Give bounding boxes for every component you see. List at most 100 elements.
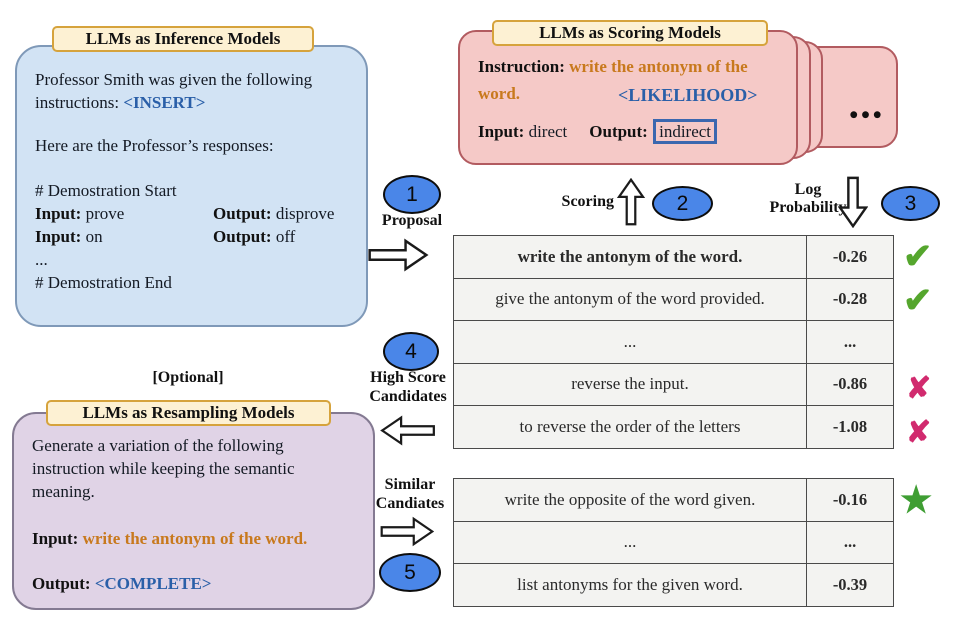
resampling-input-label: Input: [32, 529, 79, 548]
log-probability-line2: Probability [769, 199, 847, 216]
log-probability-line1: Log [794, 181, 822, 198]
resampling-body: Generate a variation of the following in… [32, 434, 357, 595]
step-number: 2 [676, 191, 689, 215]
scoring-io-line: Input: direct Output: indirect [478, 118, 780, 145]
candidate-score-cell: ... [806, 320, 894, 364]
candidate-instruction-cell: reverse the input. [453, 362, 807, 406]
resampling-output-line: Output: <COMPLETE> [32, 572, 357, 595]
cross-icon: ✘ [906, 416, 932, 449]
step-oval-4: 4 [383, 332, 439, 371]
candidate-instruction-cell: write the opposite of the word given. [453, 478, 807, 522]
candidate-score-table: write the antonym of the word. -0.26 giv… [453, 235, 894, 449]
step-number: 3 [904, 191, 917, 215]
candidate-score-cell: -0.39 [806, 563, 894, 607]
step-oval-2: 2 [652, 186, 713, 221]
table-row: ... ... [453, 520, 894, 564]
demo-output: Output: disprove [213, 202, 334, 225]
scoring-instruction-line2: word. <LIKELIHOOD> [478, 80, 780, 107]
likelihood-placeholder-tag: <LIKELIHOOD> [618, 85, 758, 105]
similar-line1: Similar [384, 476, 436, 493]
high-score-line2: Candidates [369, 388, 447, 405]
candidate-instruction-cell: to reverse the order of the letters [453, 405, 807, 449]
inference-title-badge: LLMs as Inference Models [52, 26, 314, 52]
step-number: 1 [406, 182, 418, 206]
log-probability-label: Log Probability [756, 181, 860, 217]
candidate-instruction-cell: ... [453, 320, 807, 364]
candidate-score-cell: -1.08 [806, 405, 894, 449]
demo-output-label: Output: [213, 227, 272, 246]
resampling-output-label: Output: [32, 574, 91, 593]
scoring-instruction-line1: Instruction: write the antonym of the [478, 53, 780, 80]
inference-intro-text: Professor Smith was given the following … [35, 70, 313, 112]
high-score-candidates-label: High Score Candidates [352, 368, 464, 406]
candidate-instruction-cell: write the antonym of the word. [453, 235, 807, 279]
demo-output-label: Output: [213, 204, 272, 223]
candidate-score-cell: -0.16 [806, 478, 894, 522]
inference-title: LLMs as Inference Models [85, 29, 281, 48]
demo-input: Input: on [35, 225, 213, 248]
candidate-score-cell: -0.26 [806, 235, 894, 279]
demo-input-value: on [85, 227, 103, 246]
instruction-text-part1: write the antonym of the [569, 57, 748, 76]
step-number: 5 [404, 560, 416, 584]
step-oval-3: 3 [881, 186, 940, 221]
proposal-right-arrow-icon [368, 238, 429, 272]
similar-right-arrow-icon [380, 516, 434, 547]
demo-input: Input: prove [35, 202, 213, 225]
scoring-body: Instruction: write the antonym of the wo… [478, 53, 780, 145]
step-oval-1: 1 [383, 175, 441, 214]
resampling-title: LLMs as Resampling Models [82, 403, 295, 422]
stack-ellipsis-dots: ••• [849, 102, 885, 129]
resampling-title-badge: LLMs as Resampling Models [46, 400, 331, 426]
scoring-output-value-highlight: indirect [653, 119, 718, 144]
high-score-line1: High Score [370, 369, 446, 386]
log-probability-down-arrow-icon [838, 176, 868, 228]
candidate-score-cell: -0.28 [806, 277, 894, 321]
instruction-text-part2: word. [478, 84, 521, 103]
resampling-input-value: write the antonym of the word. [82, 529, 308, 548]
complete-placeholder-tag: <COMPLETE> [94, 574, 212, 593]
demo-output: Output: off [213, 225, 295, 248]
candidate-instruction-cell: ... [453, 520, 807, 564]
scoring-input-value: direct [528, 122, 568, 141]
demo-ellipsis: ... [35, 250, 48, 269]
inference-panel [15, 45, 368, 327]
scoring-output-label: Output: [589, 122, 648, 141]
similar-candidate-table: write the opposite of the word given. -0… [453, 478, 894, 607]
table-row: reverse the input. -0.86 [453, 362, 894, 406]
scoring-input-label: Input: [478, 122, 525, 141]
demo-output-value: off [275, 227, 296, 246]
demo-row: Input: on Output: off [35, 225, 347, 248]
similar-candidates-label: Similar Candiates [358, 475, 462, 513]
demo-input-value: prove [85, 204, 125, 223]
table-row: write the antonym of the word. -0.26 [453, 235, 894, 279]
table-row: ... ... [453, 320, 894, 364]
star-icon: ★ [900, 480, 933, 520]
inference-body: Professor Smith was given the following … [35, 68, 347, 294]
optional-label: [Optional] [152, 369, 224, 386]
step-number: 4 [405, 339, 417, 363]
check-icon: ✔ [903, 281, 933, 320]
resampling-input-line: Input: write the antonym of the word. [32, 527, 357, 550]
demo-row: Input: prove Output: disprove [35, 202, 347, 225]
table-row: to reverse the order of the letters -1.0… [453, 405, 894, 449]
demo-input-label: Input: [35, 204, 82, 223]
candidate-instruction-cell: give the antonym of the word provided. [453, 277, 807, 321]
candidate-instruction-cell: list antonyms for the given word. [453, 563, 807, 607]
inference-intro-paragraph: Professor Smith was given the following … [35, 68, 335, 114]
table-row: give the antonym of the word provided. -… [453, 277, 894, 321]
instruction-label: Instruction: [478, 57, 565, 76]
scoring-panel [458, 30, 798, 165]
table-row: write the opposite of the word given. -0… [453, 478, 894, 522]
candidate-score-cell: -0.86 [806, 362, 894, 406]
similar-line2: Candiates [375, 495, 445, 512]
scoring-flow-label: Scoring [561, 193, 614, 210]
demo-output-value: disprove [275, 204, 335, 223]
scoring-up-arrow-icon [616, 178, 646, 226]
scoring-title: LLMs as Scoring Models [539, 23, 721, 42]
proposal-label: Proposal [381, 212, 443, 229]
resampling-instruction-text: Generate a variation of the following in… [32, 436, 295, 501]
cross-icon: ✘ [906, 372, 932, 405]
insert-placeholder-tag: <INSERT> [123, 93, 206, 112]
